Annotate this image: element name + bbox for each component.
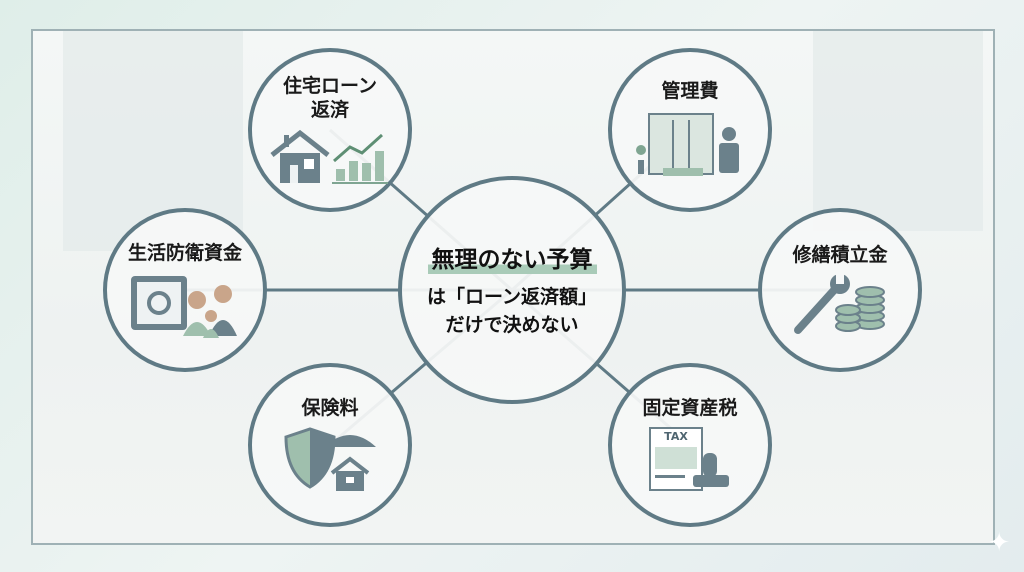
shield-umbrella-icon	[284, 427, 376, 491]
node-label: 生活防衛資金	[127, 242, 242, 265]
background-window	[813, 31, 983, 231]
node-label: 返済	[310, 99, 349, 121]
center-line-2: だけで決めない	[445, 314, 579, 336]
tax-document-icon: TAX	[645, 426, 735, 493]
node-label: 住宅ローン	[282, 75, 378, 98]
center-line-1: は「ローン返済額」	[426, 286, 598, 309]
sparkle-icon: ✦	[988, 528, 1010, 558]
safe-family-icon	[131, 275, 237, 338]
node-label: 管理費	[661, 80, 719, 103]
center-headline: 無理のない予算	[427, 240, 597, 275]
tax-label: TAX	[664, 429, 688, 443]
center-circle: 無理のない予算 は「ローン返済額」 だけで決めない	[398, 176, 626, 404]
building-entrance-icon	[636, 112, 739, 176]
node-repair-reserve: 修繕積立金	[758, 208, 922, 372]
house-chart-icon	[270, 129, 388, 184]
node-label: 修繕積立金	[792, 244, 888, 267]
node-emergency-fund: 生活防衛資金	[103, 208, 267, 372]
node-label: 固定資産税	[642, 397, 738, 420]
node-insurance: 保険料	[248, 363, 412, 527]
wrench-coins-icon	[794, 273, 885, 334]
node-property-tax: 固定資産税 TAX	[608, 363, 772, 527]
node-label: 保険料	[301, 397, 359, 420]
node-management-fee: 管理費	[608, 48, 772, 212]
node-housing-loan: 住宅ローン返済	[248, 48, 412, 212]
